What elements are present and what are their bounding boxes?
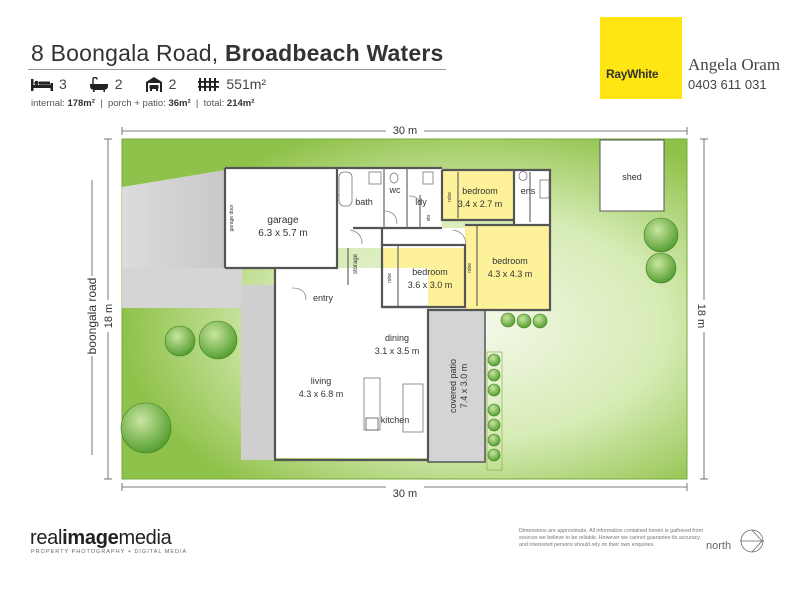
fence-icon: [198, 78, 220, 91]
garage-label: garage: [267, 215, 299, 226]
shrub-icon: [487, 418, 501, 432]
stat-beds: 3: [31, 76, 67, 92]
disclaimer-text: Dimensions are approximate. All informat…: [519, 528, 704, 548]
shrub-icon: [500, 312, 516, 328]
garage-floor: [225, 168, 337, 268]
patio-dim: 7.4 x 3.0 m: [459, 364, 469, 409]
wc-label: wc: [389, 185, 401, 195]
driveway-lower: [122, 268, 242, 308]
kitchen-label: kitchen: [381, 415, 410, 425]
robe-label-3: robe: [467, 263, 473, 273]
tree-icon: [643, 217, 679, 253]
agent-name: Angela Oram: [688, 55, 781, 74]
shrub-icon: [516, 313, 532, 329]
bedroom-1-label: bedroom: [462, 186, 498, 196]
bath-label: bath: [355, 197, 373, 207]
shrub-icon: [487, 403, 501, 417]
ensuite-toilet-fixture: [518, 171, 528, 181]
tree-icon: [198, 320, 238, 360]
realimage-media-logo: realimagemedia: [30, 527, 172, 549]
shrub-icon: [487, 448, 501, 462]
room-labels: garage 6.3 x 5.7 m garage door storage b…: [229, 185, 536, 425]
cooktop-fixture: [365, 417, 379, 431]
dim-left: 18 m: [103, 304, 115, 328]
bedroom-3-dim: 4.3 x 4.3 m: [488, 269, 533, 279]
shrub-icon: [487, 433, 501, 447]
toilet-fixture: [389, 172, 399, 184]
tree-icon: [645, 252, 677, 284]
north-arrow-icon: [740, 529, 764, 553]
living-dim: 4.3 x 6.8 m: [299, 389, 344, 399]
tree-icon: [164, 325, 196, 357]
bedroom-3-label: bedroom: [492, 256, 528, 266]
shed-label: shed: [622, 172, 642, 182]
bathtub-icon: [89, 76, 108, 92]
ensuite-label: ens: [521, 186, 536, 196]
garage-door-label: garage door: [229, 204, 235, 231]
dim-right: 18 m: [695, 304, 707, 328]
address-suburb: Broadbeach Waters: [224, 40, 444, 66]
property-address: 8 Boongala Road, Broadbeach Waters: [31, 40, 444, 67]
agent-phone: 0403 611 031: [688, 77, 767, 92]
garden-bed: [486, 351, 503, 471]
bed-icon: [31, 78, 53, 91]
property-stats: 3 2 2 551m²: [31, 76, 266, 92]
stat-land: 551m²: [198, 76, 266, 92]
kitchen-island: [402, 383, 424, 433]
garage-car-icon: [145, 77, 162, 92]
garage-dim: 6.3 x 5.7 m: [258, 228, 307, 239]
dining-dim: 3.1 x 3.5 m: [375, 346, 420, 356]
shed: [599, 139, 665, 212]
storage-label: storage: [353, 253, 359, 274]
walls: [223, 166, 552, 462]
shower-fixture: [368, 171, 382, 185]
dim-bottom: 30 m: [393, 488, 417, 500]
bedroom-2-label: bedroom: [412, 267, 448, 277]
interior-partitions: [337, 168, 531, 306]
shrub-icon: [487, 368, 501, 382]
driveway: [122, 170, 225, 268]
hall-floor: [337, 228, 465, 248]
street-label: boongala road: [85, 278, 99, 355]
address-street: 8 Boongala Road,: [31, 40, 219, 66]
sto-label: sto: [426, 214, 432, 221]
shrub-icon: [532, 313, 548, 329]
floor-areas: internal: 178m² | porch + patio: 36m² | …: [31, 98, 255, 109]
bedroom-1-floor: [442, 170, 514, 220]
bedroom-3-floor: [465, 225, 550, 310]
north-label: north: [706, 540, 732, 552]
ldy-label: ldy: [415, 197, 427, 207]
shrub-icon: [487, 353, 501, 367]
stat-cars: 2: [145, 76, 176, 92]
covered-patio: [427, 309, 486, 463]
robe-label-1: robe: [447, 192, 453, 202]
tree-icon: [120, 402, 172, 454]
title-divider: [28, 69, 446, 70]
shrub-icon: [487, 383, 501, 397]
dim-top: 30 m: [393, 125, 417, 137]
stat-baths: 2: [89, 76, 123, 92]
entry-label: entry: [313, 293, 334, 303]
ensuite-vanity-fixture: [539, 179, 550, 199]
bathtub-fixture: [338, 171, 353, 207]
patio-label: covered patio: [448, 359, 458, 413]
bedroom-1-dim: 3.4 x 2.7 m: [458, 199, 503, 209]
raywhite-logo: RayWhite: [600, 17, 682, 99]
door-swings: [291, 195, 467, 301]
side-path: [241, 285, 275, 460]
entry-floor: [275, 268, 382, 313]
landscaping: [120, 217, 679, 462]
robe-label-2: robe: [387, 273, 393, 283]
dining-label: dining: [385, 333, 409, 343]
bedroom-2-dim: 3.6 x 3.0 m: [408, 280, 453, 290]
living-label: living: [311, 376, 332, 386]
laundry-fixture: [422, 171, 434, 185]
logo-tagline: PROPERTY PHOTOGRAPHY + DIGITAL MEDIA: [31, 549, 188, 555]
